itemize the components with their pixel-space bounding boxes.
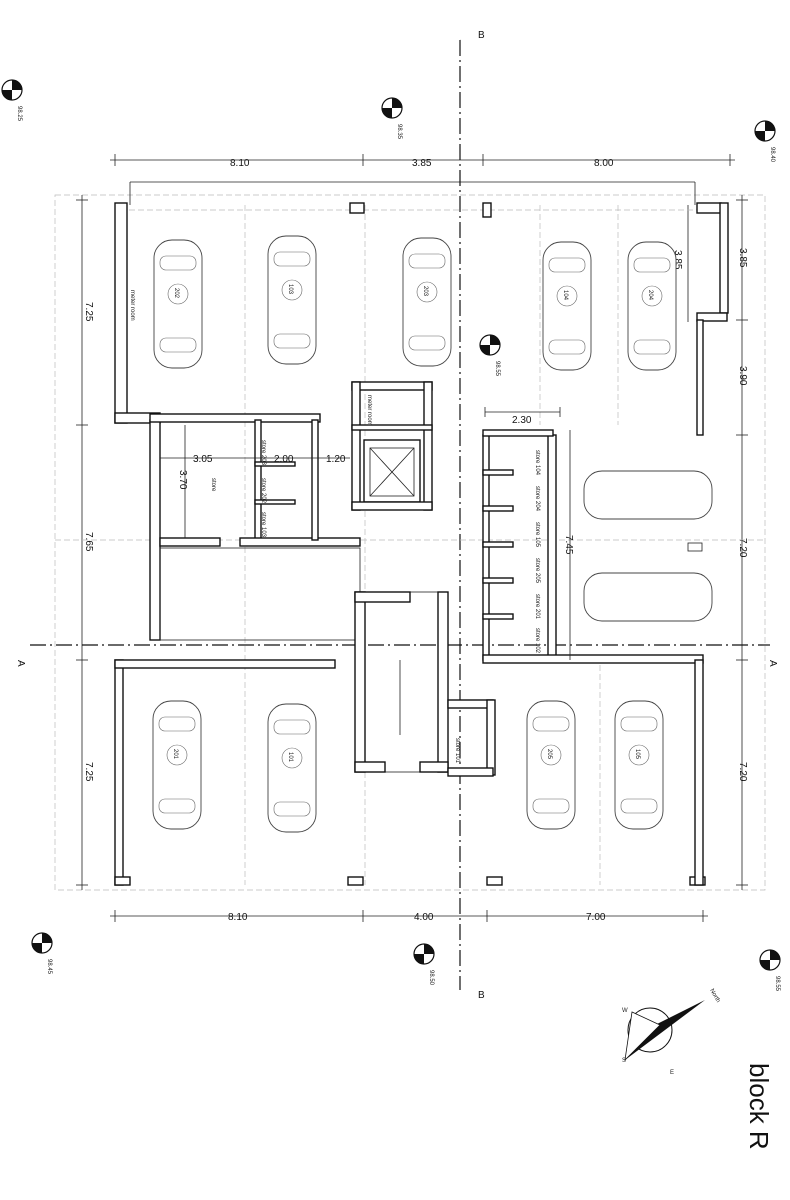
dim-370: 3.70 xyxy=(177,470,188,490)
section-a-left: A xyxy=(15,660,26,667)
parked-car: 105 xyxy=(614,700,664,830)
parking-cars: 202 103 203 104 204 201 101 205 105 xyxy=(152,235,713,833)
car-space-label: 203 xyxy=(422,286,428,297)
parked-car: 203 xyxy=(402,237,452,367)
compass-south: S xyxy=(622,1058,626,1064)
dim-right-2: 3.90 xyxy=(737,366,748,386)
level-value: 98.50 xyxy=(428,970,434,986)
dim-top-1: 8.10 xyxy=(230,158,250,169)
walls-bottom-block xyxy=(114,659,706,886)
dim-right-4: 7.20 xyxy=(737,762,748,782)
walls-core xyxy=(351,381,433,511)
label-store-105: store 105 xyxy=(534,522,540,548)
dim-left-1: 7.25 xyxy=(83,302,94,322)
level-value: 98.55 xyxy=(774,976,780,992)
dim-left-2: 7.65 xyxy=(83,532,94,552)
store-area-dims: 3.05 2.00 1.20 3.70 xyxy=(160,454,350,490)
entrance-stair xyxy=(159,547,361,641)
bottom-dimension-chain: 8.10 4.00 7.00 xyxy=(110,910,708,923)
car-space-label: 204 xyxy=(647,290,653,301)
car-space-label: 201 xyxy=(172,749,178,760)
parked-car xyxy=(583,572,713,622)
car-space-label: 103 xyxy=(287,284,293,295)
level-value: 98.45 xyxy=(46,959,52,975)
parked-car: 104 xyxy=(542,241,592,371)
label-store-102: store 102 xyxy=(534,628,540,654)
dim-top-2: 3.85 xyxy=(412,158,432,169)
left-dimension-chain: 7.25 7.65 7.25 xyxy=(76,195,94,890)
site-boundary xyxy=(54,194,766,891)
parked-car: 204 xyxy=(627,241,677,371)
label-store-201: store 201 xyxy=(534,594,540,620)
car-space-label: 105 xyxy=(634,749,640,760)
section-b-bottom: B xyxy=(478,990,485,1001)
block-title: block R xyxy=(744,1063,774,1150)
dim-bottom-2: 4.00 xyxy=(414,912,434,923)
dim-store-height: 7.45 xyxy=(563,535,574,555)
section-a-right: A xyxy=(767,660,778,667)
label-store-101: store 101 xyxy=(454,738,460,764)
label-store-103: store 103 xyxy=(260,512,266,538)
label-meter-room-left: meter room xyxy=(129,290,135,321)
room-labels: meter room meter room store store 203 st… xyxy=(129,290,540,764)
label-store-204: store 204 xyxy=(534,486,540,512)
section-b-top: B xyxy=(478,30,485,41)
label-store-202: store 202 xyxy=(260,478,266,504)
north-arrow: North W S E xyxy=(622,988,721,1076)
level-marker: 98.25 xyxy=(1,79,23,122)
dim-120: 1.20 xyxy=(326,454,346,465)
label-store-104: store 104 xyxy=(534,450,540,476)
dim-305: 3.05 xyxy=(193,454,213,465)
stair-core xyxy=(354,591,449,773)
car-space-label: 205 xyxy=(546,749,552,760)
label-store-203: store 203 xyxy=(260,440,266,466)
compass-east: E xyxy=(670,1070,674,1076)
level-markers: 98.25 98.35 98.40 98.55 98.45 98.50 98.55 xyxy=(1,79,781,992)
dim-top-3: 8.00 xyxy=(594,158,614,169)
level-marker: 98.35 xyxy=(381,97,403,140)
parked-car xyxy=(583,470,713,520)
dim-store-width: 2.30 xyxy=(512,415,532,426)
car-space-label: 202 xyxy=(173,288,179,299)
parked-car: 103 xyxy=(267,235,317,365)
label-meter-room-center: meter room xyxy=(366,395,372,426)
level-marker: 98.55 xyxy=(479,334,501,377)
label-store-big: store xyxy=(210,478,216,492)
level-marker: 98.50 xyxy=(413,943,435,986)
parked-car: 201 xyxy=(152,700,202,830)
compass-north: North xyxy=(708,988,721,1004)
level-value: 98.40 xyxy=(769,147,775,163)
car-space-label: 101 xyxy=(287,752,293,763)
dim-bottom-1: 8.10 xyxy=(228,912,248,923)
parked-car: 101 xyxy=(267,703,317,833)
level-value: 98.35 xyxy=(396,124,402,140)
parked-car: 205 xyxy=(526,700,576,830)
dim-right-1: 3.85 xyxy=(737,248,748,268)
dim-left-3: 7.25 xyxy=(83,762,94,782)
level-value: 98.55 xyxy=(494,361,500,377)
right-dimension-chain: 3.85 3.90 7.20 7.20 xyxy=(736,195,748,890)
parked-car: 202 xyxy=(153,239,203,369)
walls-store-area xyxy=(149,413,361,641)
dim-200: 2.00 xyxy=(274,454,294,465)
car-space-label: 104 xyxy=(562,290,568,301)
level-marker: 98.55 xyxy=(759,949,781,992)
level-marker: 98.45 xyxy=(31,932,53,975)
walls-right-stores: 2.30 7.45 xyxy=(482,407,704,664)
label-store-205: store 205 xyxy=(534,558,540,584)
top-dimension-chain: 8.10 3.85 8.00 xyxy=(110,154,735,205)
dim-bottom-3: 7.00 xyxy=(586,912,606,923)
dim-right-3: 7.20 xyxy=(737,538,748,558)
level-marker: 98.40 xyxy=(754,120,776,163)
compass-west: W xyxy=(622,1008,628,1014)
section-axes: B B A A xyxy=(15,30,778,1001)
dim-inner-top-right: 3.85 xyxy=(672,250,683,270)
level-value: 98.25 xyxy=(16,106,22,122)
